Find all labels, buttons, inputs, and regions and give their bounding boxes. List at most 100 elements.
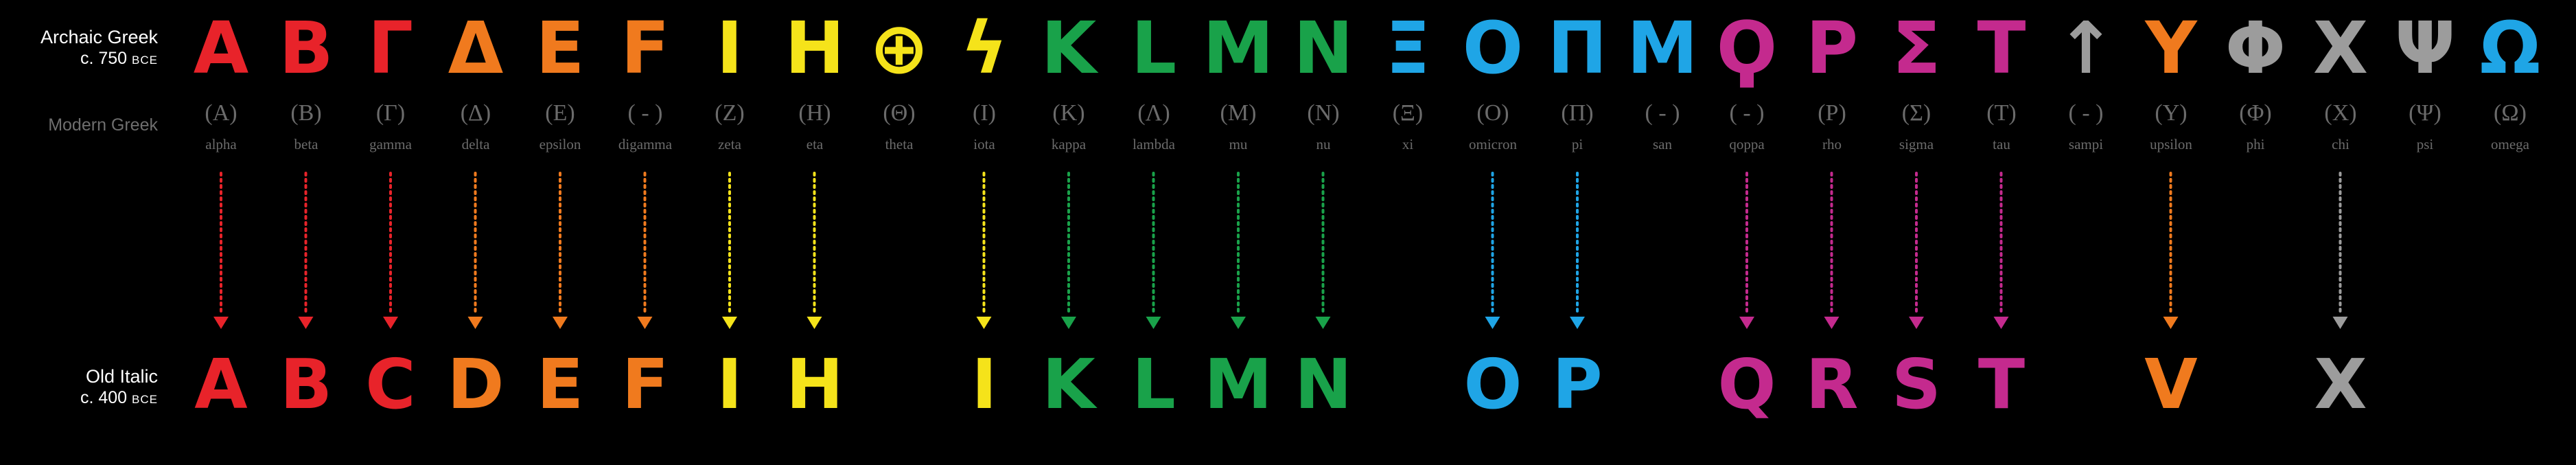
modern-letter-pi: (Π) — [1561, 100, 1594, 126]
letter-name-kappa: kappa — [1051, 136, 1087, 152]
archaic-letter-pi: Π — [1547, 6, 1608, 90]
letter-name-digamma: digamma — [618, 136, 673, 152]
old-italic-date: c. 400 BCE — [0, 387, 158, 410]
modern-greek-label: Modern Greek — [0, 115, 158, 135]
arrow-sigma — [1909, 172, 1924, 329]
letter-name-sigma: sigma — [1899, 136, 1934, 152]
archaic-letter-zeta: I — [716, 6, 743, 90]
letter-name-tau: tau — [1993, 136, 2010, 152]
old-italic-letter-iota: I — [971, 344, 997, 424]
letter-name-psi: psi — [2416, 136, 2434, 152]
old-italic-letter-delta: D — [447, 344, 504, 424]
archaic-letter-delta: Δ — [448, 6, 504, 90]
letter-name-zeta: zeta — [718, 136, 741, 152]
letter-name-pi: pi — [1571, 136, 1583, 152]
archaic-letter-eta: H — [785, 6, 845, 90]
modern-letter-sampi: ( - ) — [2068, 100, 2104, 126]
letter-name-alpha: alpha — [205, 136, 237, 152]
arrow-beta — [298, 172, 314, 329]
archaic-letter-phi: Φ — [2225, 6, 2286, 90]
arrow-epsilon — [553, 172, 568, 329]
modern-letter-mu: (M) — [1220, 100, 1257, 126]
letter-name-san: san — [1653, 136, 1672, 152]
arrow-tau — [1993, 172, 2009, 329]
letter-name-nu: nu — [1316, 136, 1331, 152]
modern-letter-alpha: (A) — [205, 100, 237, 126]
letter-name-rho: rho — [1822, 136, 1842, 152]
letter-name-xi: xi — [1402, 136, 1414, 152]
letter-name-omega: omega — [2491, 136, 2529, 152]
arrow-qoppa — [1739, 172, 1754, 329]
modern-letter-omega: (Ω) — [2494, 100, 2527, 126]
archaic-letter-qoppa: Ϙ — [1716, 6, 1778, 90]
letter-name-delta: delta — [461, 136, 490, 152]
modern-letter-san: ( - ) — [1645, 100, 1680, 126]
archaic-letter-mu: M — [1203, 6, 1274, 90]
arrow-rho — [1824, 172, 1840, 329]
archaic-letter-gamma: Γ — [367, 6, 414, 90]
old-italic-letter-digamma: F — [621, 344, 669, 424]
arrow-upsilon — [2163, 172, 2179, 329]
modern-letter-zeta: (Z) — [715, 100, 745, 126]
archaic-letter-psi: Ψ — [2394, 6, 2456, 90]
arrow-pi — [1570, 172, 1585, 329]
modern-letter-delta: (Δ) — [460, 100, 491, 126]
arrow-omicron — [1485, 172, 1500, 329]
arrow-iota — [976, 172, 992, 329]
arrow-gamma — [383, 172, 398, 329]
old-italic-letter-eta: H — [786, 344, 844, 424]
archaic-letter-upsilon: Y — [2145, 6, 2197, 90]
archaic-letter-sigma: Σ — [1892, 6, 1941, 90]
arrow-lambda — [1146, 172, 1161, 329]
old-italic-label: Old Italic c. 400 BCE — [0, 365, 158, 410]
archaic-letter-theta: ⊕ — [869, 6, 929, 90]
archaic-letter-digamma: F — [620, 6, 670, 90]
archaic-letter-kappa: K — [1041, 6, 1097, 90]
archaic-letter-omega: Ω — [2479, 6, 2541, 90]
modern-letter-upsilon: (Y) — [2155, 100, 2188, 126]
modern-letter-chi: (X) — [2324, 100, 2357, 126]
letter-name-gamma: gamma — [369, 136, 412, 152]
archaic-letter-epsilon: E — [535, 6, 585, 90]
arrow-delta — [467, 172, 483, 329]
arrow-alpha — [213, 172, 229, 329]
old-italic-letter-gamma: C — [365, 344, 416, 424]
letter-name-omicron: omicron — [1469, 136, 1517, 152]
archaic-letter-beta: B — [279, 6, 334, 90]
old-italic-letter-qoppa: Q — [1717, 344, 1776, 424]
modern-letter-epsilon: (E) — [545, 100, 575, 126]
arrow-zeta — [722, 172, 737, 329]
arrow-kappa — [1061, 172, 1076, 329]
old-italic-letter-lambda: L — [1132, 344, 1176, 424]
old-italic-letter-zeta: I — [717, 344, 743, 424]
old-italic-letter-sigma: S — [1891, 344, 1942, 424]
modern-letter-gamma: (Γ) — [375, 100, 406, 126]
old-italic-letter-kappa: K — [1042, 344, 1095, 424]
old-italic-letter-pi: P — [1552, 344, 1603, 424]
archaic-greek-era: BCE — [132, 54, 158, 67]
letter-name-lambda: lambda — [1133, 136, 1175, 152]
modern-letter-sigma: (Σ) — [1901, 100, 1931, 126]
letter-name-mu: mu — [1229, 136, 1248, 152]
arrow-eta — [807, 172, 822, 329]
letter-name-qoppa: qoppa — [1729, 136, 1765, 152]
arrow-nu — [1315, 172, 1331, 329]
modern-letter-lambda: (Λ) — [1137, 100, 1170, 126]
old-italic-era: BCE — [132, 393, 158, 406]
archaic-letter-xi: Ξ — [1385, 6, 1430, 90]
modern-letter-beta: (B) — [290, 100, 322, 126]
archaic-letter-chi: X — [2312, 6, 2369, 90]
letter-name-eta: eta — [806, 136, 824, 152]
archaic-letter-alpha: A — [193, 6, 249, 90]
old-italic-title: Old Italic — [85, 366, 158, 387]
modern-letter-phi: (Φ) — [2239, 100, 2272, 126]
archaic-greek-label: Archaic Greek c. 750 BCE — [0, 26, 158, 71]
letter-name-epsilon: epsilon — [539, 136, 581, 152]
archaic-greek-title: Archaic Greek — [40, 27, 158, 47]
modern-letter-rho: (P) — [1818, 100, 1846, 126]
old-italic-letter-upsilon: V — [2144, 344, 2198, 424]
letter-name-phi: phi — [2246, 136, 2265, 152]
modern-greek-title: Modern Greek — [48, 115, 158, 135]
modern-letter-psi: (Ψ) — [2409, 100, 2441, 126]
